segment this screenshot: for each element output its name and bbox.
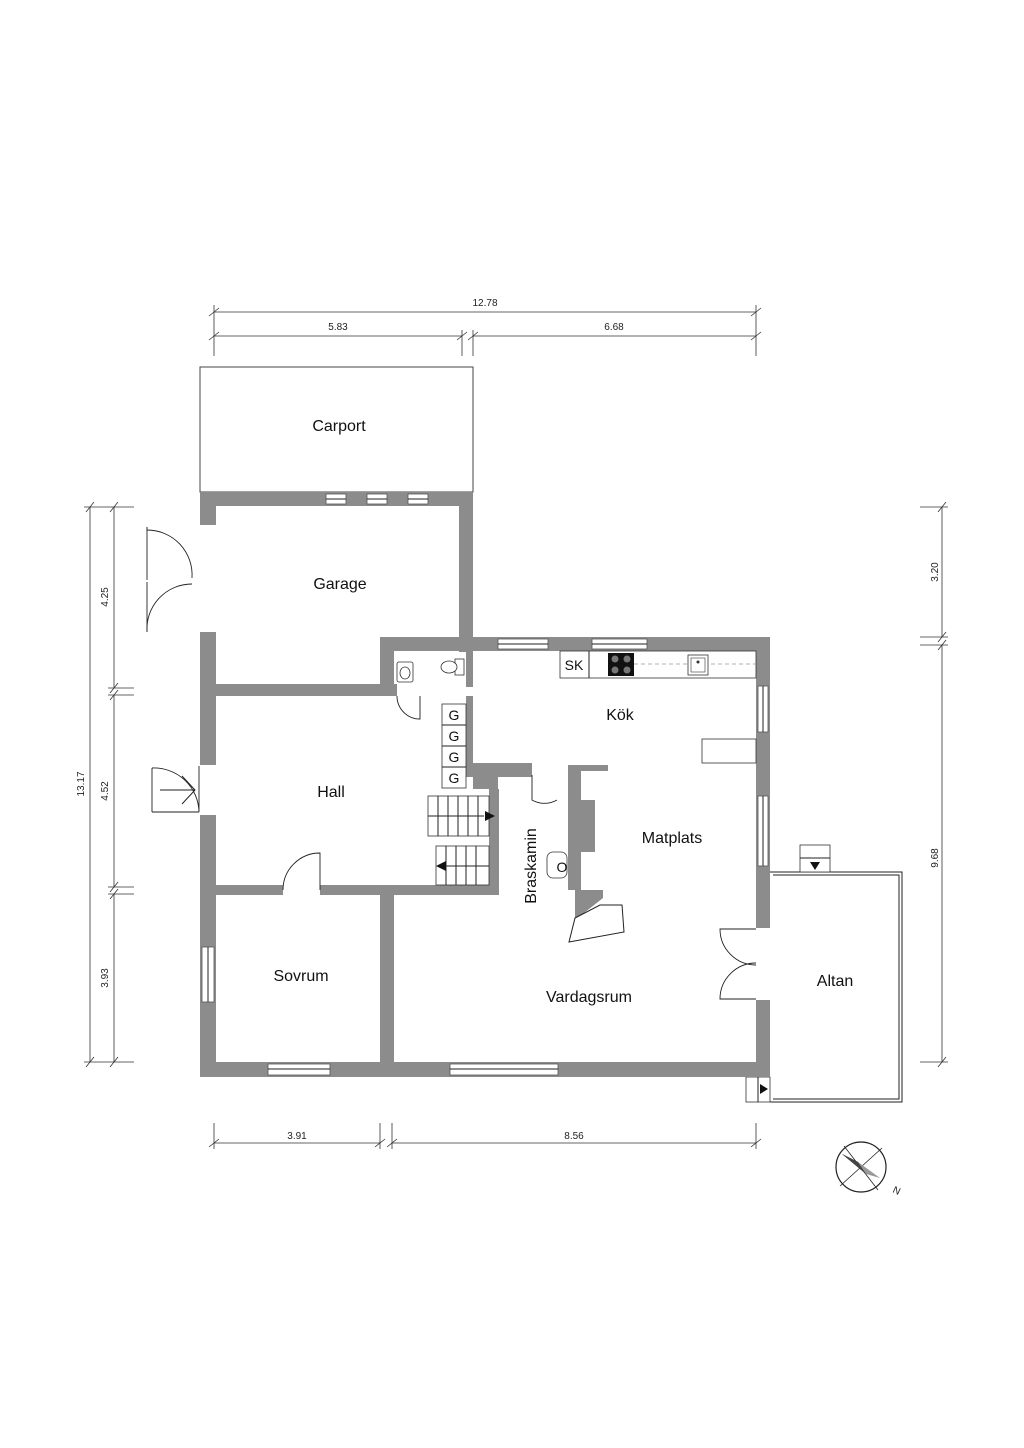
dim-left-total: 13.17 (76, 771, 87, 796)
room-label-garage: Garage (313, 576, 366, 593)
windows (201, 493, 769, 1076)
stair-arrow-icon (485, 811, 495, 821)
compass-icon (835, 1141, 887, 1193)
wc-fixtures (396, 658, 465, 683)
room-label-carport: Carport (312, 418, 366, 435)
kitchen-counter (559, 650, 757, 764)
arrow-down-icon (810, 862, 820, 870)
dim-top-right: 6.68 (604, 322, 624, 333)
stair-arrow-icon (436, 861, 446, 871)
wardrobe-label: G (449, 728, 460, 744)
dim-top-left: 5.83 (328, 322, 348, 333)
kitchen-shelf (701, 738, 757, 764)
dimension-lines (84, 305, 948, 1149)
wardrobe-stack (441, 703, 467, 789)
staircase (427, 795, 495, 886)
doors (146, 525, 771, 1000)
dim-left-top: 4.25 (100, 587, 111, 607)
stove-label: O (557, 859, 568, 875)
arrow-right-icon (760, 1084, 768, 1094)
room-label-hall: Hall (317, 784, 345, 801)
fireplace-hearth (568, 904, 625, 943)
stove-icon (608, 653, 634, 676)
dim-right-top: 3.20 (930, 562, 941, 582)
room-label-braskamin: Braskamin (523, 828, 540, 904)
altan-area (770, 871, 903, 1103)
dim-bottom-right: 8.56 (564, 1131, 584, 1142)
dim-left-mid: 4.52 (100, 781, 111, 801)
wardrobe-label: G (449, 749, 460, 765)
compass-north-label: N (891, 1185, 902, 1198)
wardrobe-label: G (449, 707, 460, 723)
room-label-sovrum: Sovrum (273, 968, 328, 985)
room-label-matplats: Matplats (642, 830, 702, 847)
dim-right-bottom: 9.68 (930, 848, 941, 868)
dim-top-total: 12.78 (472, 298, 497, 309)
room-label-kok: Kök (606, 707, 635, 724)
dim-left-bottom: 3.93 (100, 968, 111, 988)
dim-bottom-left: 3.91 (287, 1131, 307, 1142)
room-label-altan: Altan (817, 973, 853, 990)
wood-stove-icon (546, 851, 568, 879)
wardrobe-label: G (449, 770, 460, 786)
walls (200, 492, 770, 1077)
sk-label: SK (565, 657, 584, 673)
room-label-vardagsrum: Vardagsrum (546, 989, 632, 1006)
